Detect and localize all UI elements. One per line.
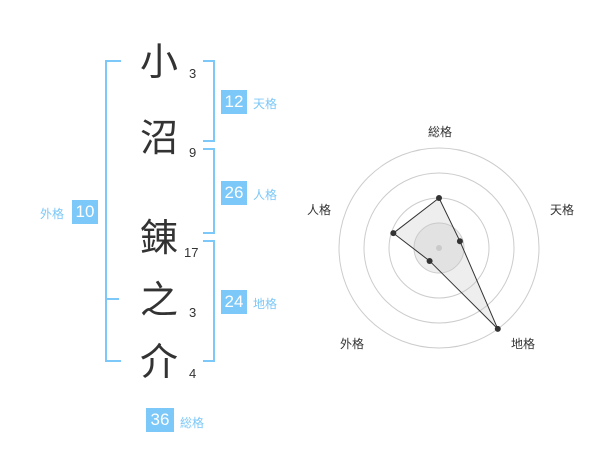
stroke-count-3: 17 <box>184 245 199 260</box>
radar-value-shape <box>392 197 499 330</box>
radar-axis-label-gaikaku: 外格 <box>340 337 365 351</box>
radar-point-2 <box>456 238 463 245</box>
radar-axis-label-jinkaku: 人格 <box>307 203 332 217</box>
radar-axis-label-chikaku: 地格 <box>511 337 536 351</box>
stroke-count-2: 9 <box>189 145 197 160</box>
gaikaku-label: 外格 <box>40 207 65 221</box>
gaikaku-bracket <box>105 60 121 362</box>
radar-axis-label-tenkaku: 天格 <box>550 203 575 217</box>
jinkaku-bracket <box>203 148 215 234</box>
tenkaku-value-badge: 12 <box>221 90 247 114</box>
radar-ring <box>363 172 515 324</box>
tenkaku-bracket <box>203 60 215 142</box>
stroke-count-4: 3 <box>189 305 197 320</box>
tenkaku-label: 天格 <box>253 97 278 111</box>
radar-axis-label-soukaku: 総格 <box>428 125 453 139</box>
chikaku-label: 地格 <box>253 297 278 311</box>
jinkaku-value-badge: 26 <box>221 181 247 205</box>
jinkaku-label: 人格 <box>253 188 278 202</box>
radar-point-3 <box>494 325 501 332</box>
radar-point-4 <box>426 257 433 264</box>
soukaku-label: 総格 <box>180 416 205 430</box>
radar-ring <box>338 147 540 349</box>
name-char-2: 沼 <box>139 116 178 160</box>
radar-point-5 <box>390 230 397 237</box>
chikaku-value-badge: 24 <box>221 290 247 314</box>
name-char-1: 小 <box>139 40 178 84</box>
chikaku-bracket <box>203 240 215 362</box>
gaikaku-value-badge: 10 <box>72 200 98 224</box>
name-char-3: 錬 <box>139 216 178 260</box>
radar-center-dot <box>436 245 442 251</box>
stroke-count-5: 4 <box>189 366 197 381</box>
name-char-4: 之 <box>139 278 178 322</box>
gaikaku-bracket-divider <box>105 298 119 300</box>
soukaku-value-badge: 36 <box>146 408 174 432</box>
name-char-5: 介 <box>139 340 178 384</box>
radar-point-1 <box>436 195 442 201</box>
stroke-count-1: 3 <box>189 66 197 81</box>
